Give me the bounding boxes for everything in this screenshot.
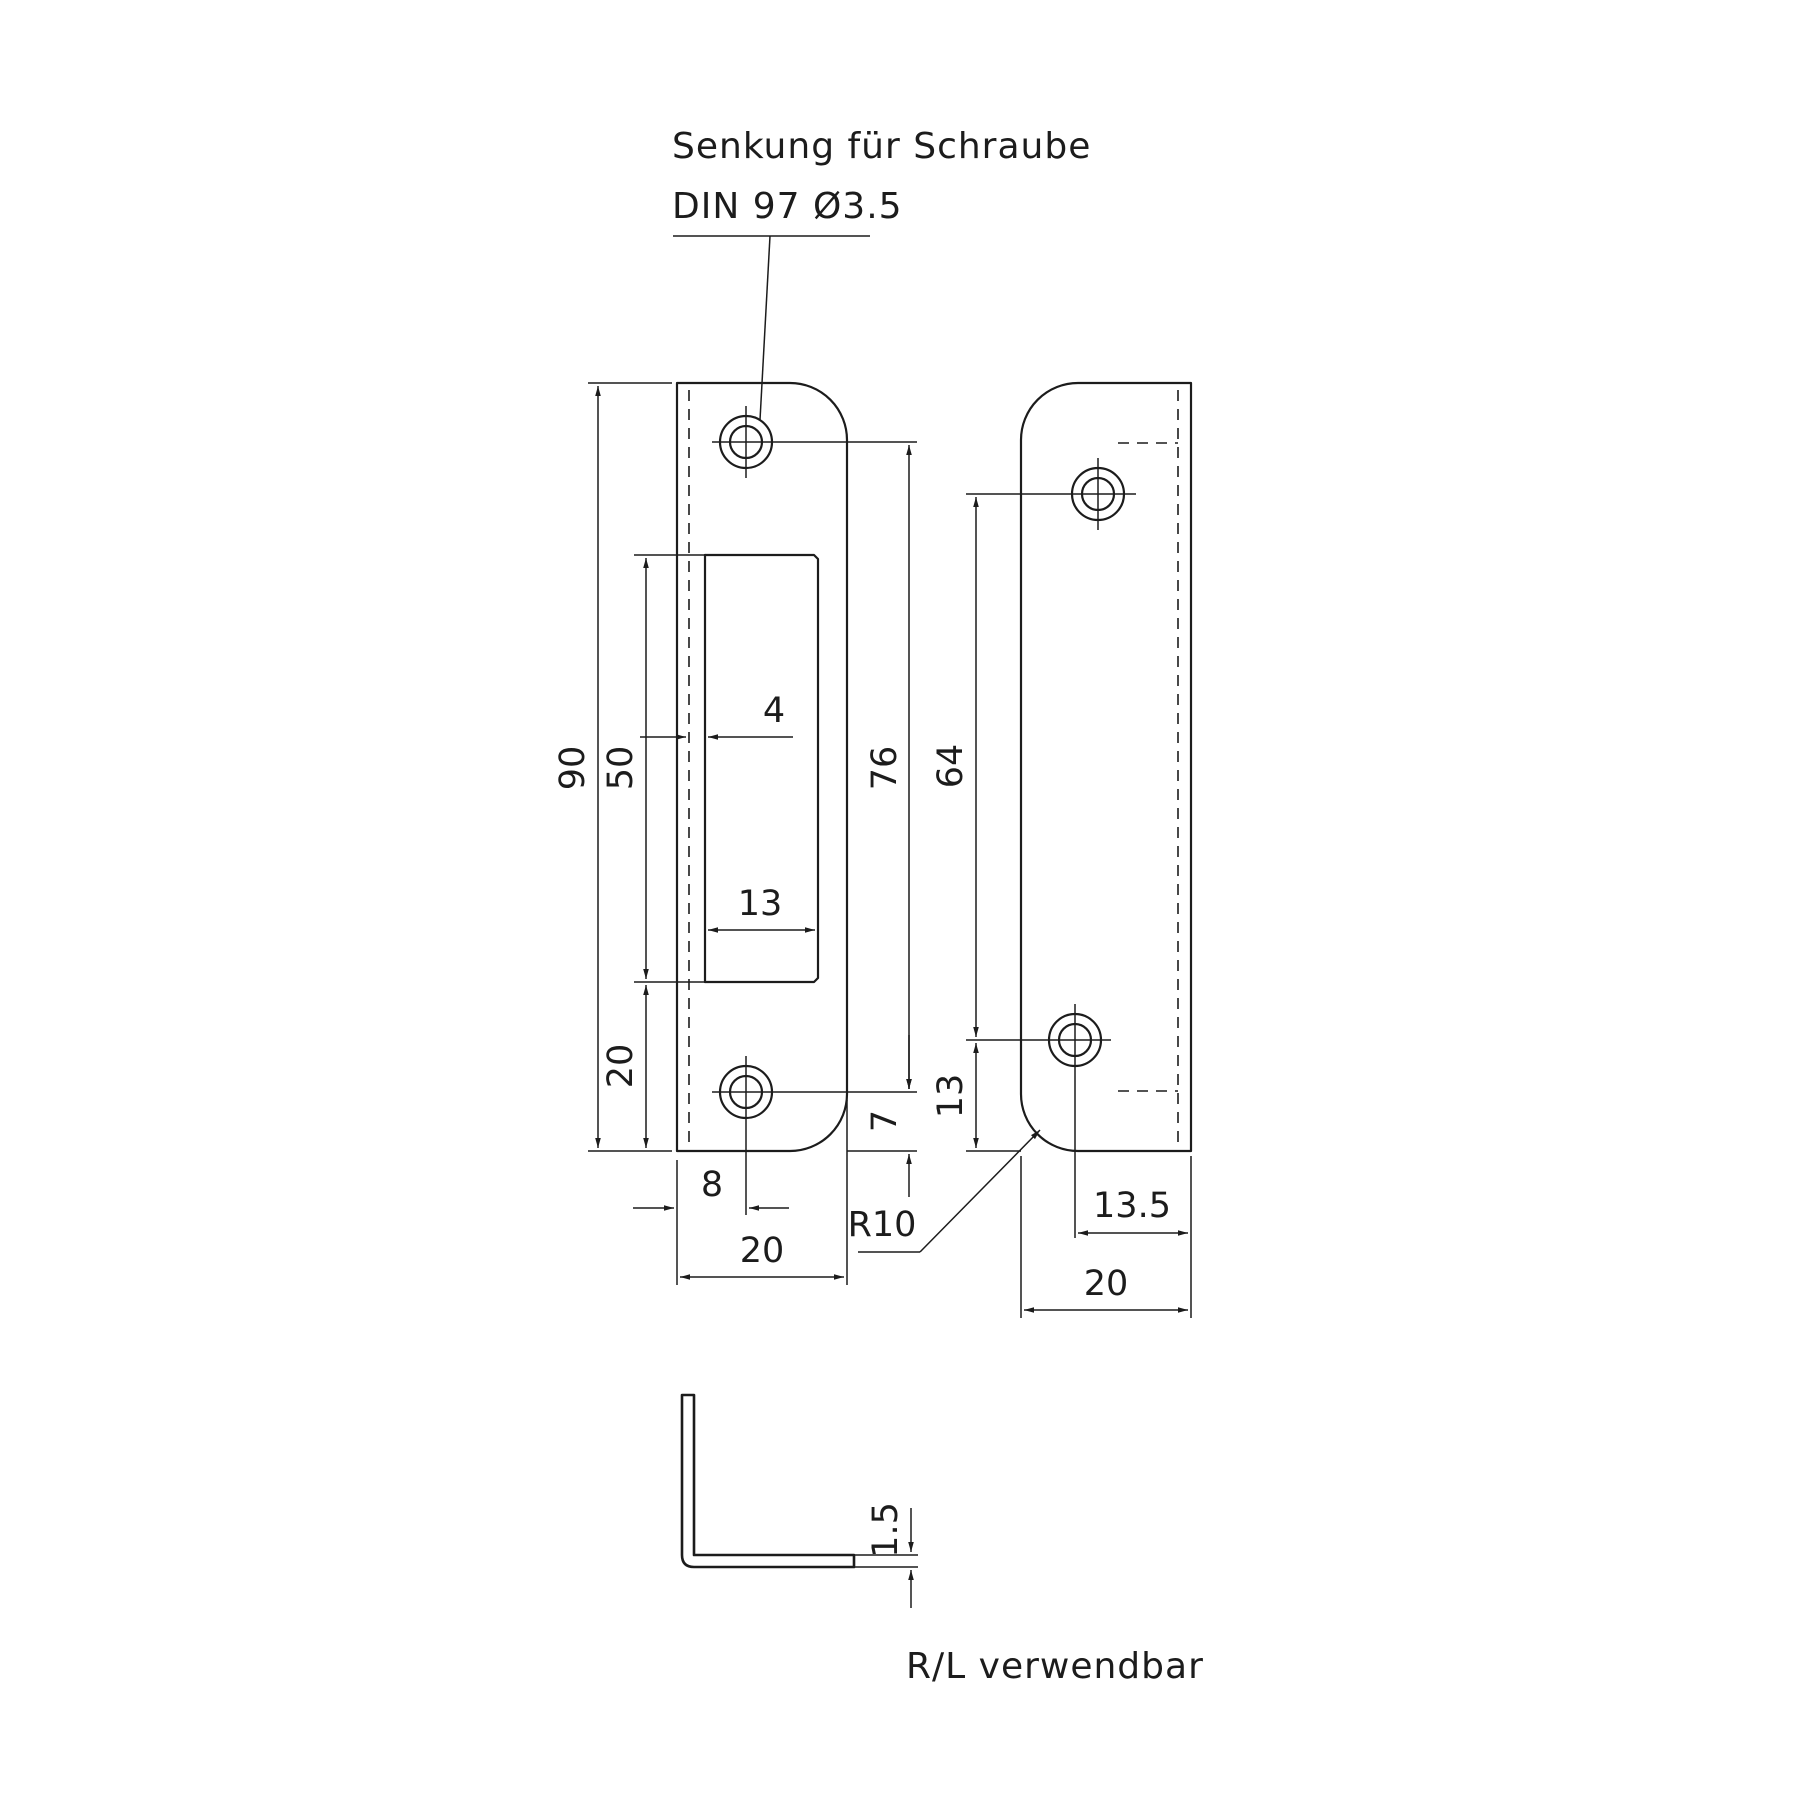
radius-callout: R10: [848, 1129, 1041, 1253]
dim-76-label: 76: [865, 746, 905, 791]
usage-note: R/L verwendbar: [906, 1646, 1204, 1687]
dim-8-label: 8: [701, 1165, 723, 1205]
dim-13-right-label: 13: [931, 1074, 971, 1119]
strike-plate-front-view: 90 50 20 4 13 76 7 8 20: [553, 381, 917, 1285]
dim-r10-label: R10: [848, 1205, 917, 1245]
profile-outline: [680, 1393, 856, 1569]
dim-90-label: 90: [553, 746, 593, 791]
screw-hole-bottom-left: [712, 1056, 780, 1128]
plate-outline-right: [1019, 381, 1193, 1153]
dim-20-lower-label: 20: [601, 1044, 641, 1089]
dim-13-opening-label: 13: [738, 884, 783, 924]
plate-outline-left: [675, 381, 849, 1153]
dim-13-5-label: 13.5: [1093, 1186, 1171, 1226]
dim-7-label: 7: [865, 1110, 905, 1132]
dim-20-width-right-label: 20: [1084, 1264, 1129, 1304]
strike-plate-rear-view: 64 13 13.5 20: [931, 381, 1193, 1318]
dim-20-width-left-label: 20: [740, 1231, 785, 1271]
latch-opening: [703, 553, 820, 984]
screw-hole-top-right: [1062, 458, 1136, 530]
screw-hole-top-left: [712, 406, 780, 478]
dim-50-label: 50: [601, 746, 641, 791]
strike-plate-profile: 1.5: [680, 1393, 918, 1608]
dim-4-label: 4: [763, 691, 785, 731]
screw-hole-bottom-right: [1039, 1004, 1111, 1076]
dim-1-5-label: 1.5: [866, 1502, 906, 1558]
countersink-callout: Senkung für Schraube DIN 97 Ø3.5: [672, 126, 1091, 421]
countersink-note-line2: DIN 97 Ø3.5: [672, 186, 903, 227]
countersink-note-line1: Senkung für Schraube: [672, 126, 1091, 167]
dim-64-label: 64: [931, 744, 971, 789]
